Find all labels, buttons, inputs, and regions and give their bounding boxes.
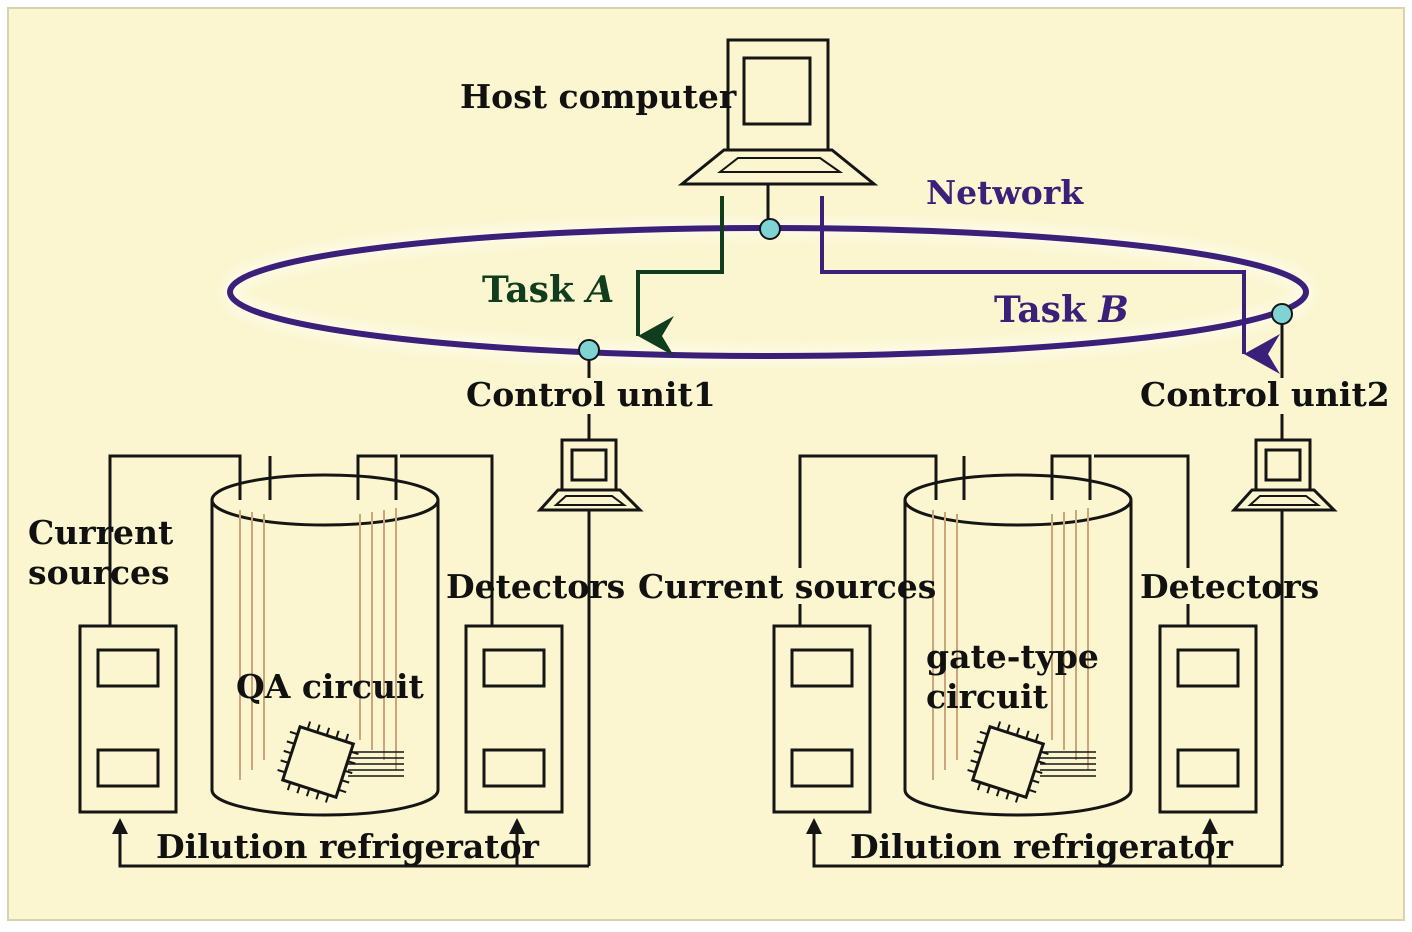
current-sources-left-label-2: sources bbox=[28, 553, 170, 592]
host-computer-icon bbox=[677, 38, 879, 186]
control-unit-2-computer-icon bbox=[1230, 438, 1338, 512]
task-b-letter: B bbox=[1097, 289, 1128, 331]
control-unit-2-label: Control unit2 bbox=[1140, 375, 1390, 414]
current-sources-right-box bbox=[772, 624, 872, 814]
task-a-arrow bbox=[636, 196, 724, 356]
network-label: Network bbox=[926, 173, 1084, 212]
task-a-letter: A bbox=[583, 269, 614, 311]
network-node-control-1 bbox=[578, 339, 600, 361]
gate-type-circuit-label-1: gate-type bbox=[926, 637, 1099, 676]
detectors-right-box bbox=[1158, 624, 1258, 814]
control-unit-1-label: Control unit1 bbox=[466, 375, 716, 414]
dilution-refrigerator-right bbox=[903, 473, 1133, 817]
detectors-right-label: Detectors bbox=[1140, 567, 1319, 606]
task-b-label: Task B bbox=[994, 289, 1129, 331]
dilution-refrigerator-right-label: Dilution refrigerator bbox=[850, 827, 1234, 866]
chip-left-icon bbox=[277, 721, 359, 803]
dilution-refrigerator-left-label: Dilution refrigerator bbox=[156, 827, 540, 866]
task-a-prefix: Task bbox=[482, 269, 586, 311]
current-sources-right-label: Current sources bbox=[638, 567, 936, 606]
task-b-arrow bbox=[820, 196, 1280, 374]
current-sources-left-label-1: Current bbox=[28, 513, 174, 552]
current-sources-left-box bbox=[78, 624, 178, 814]
control-unit-1-computer-icon bbox=[536, 438, 644, 512]
task-b-prefix: Task bbox=[994, 289, 1098, 331]
host-computer-label: Host computer bbox=[460, 77, 737, 116]
detectors-left-box bbox=[464, 624, 564, 814]
task-a-label: Task A bbox=[482, 269, 614, 311]
network-node-host bbox=[759, 218, 781, 240]
gate-type-circuit-label-2: circuit bbox=[926, 677, 1049, 716]
network-node-control-2 bbox=[1271, 303, 1293, 325]
qa-circuit-label: QA circuit bbox=[236, 667, 424, 706]
detectors-left-label: Detectors bbox=[446, 567, 625, 606]
chip-right-icon bbox=[967, 721, 1049, 803]
